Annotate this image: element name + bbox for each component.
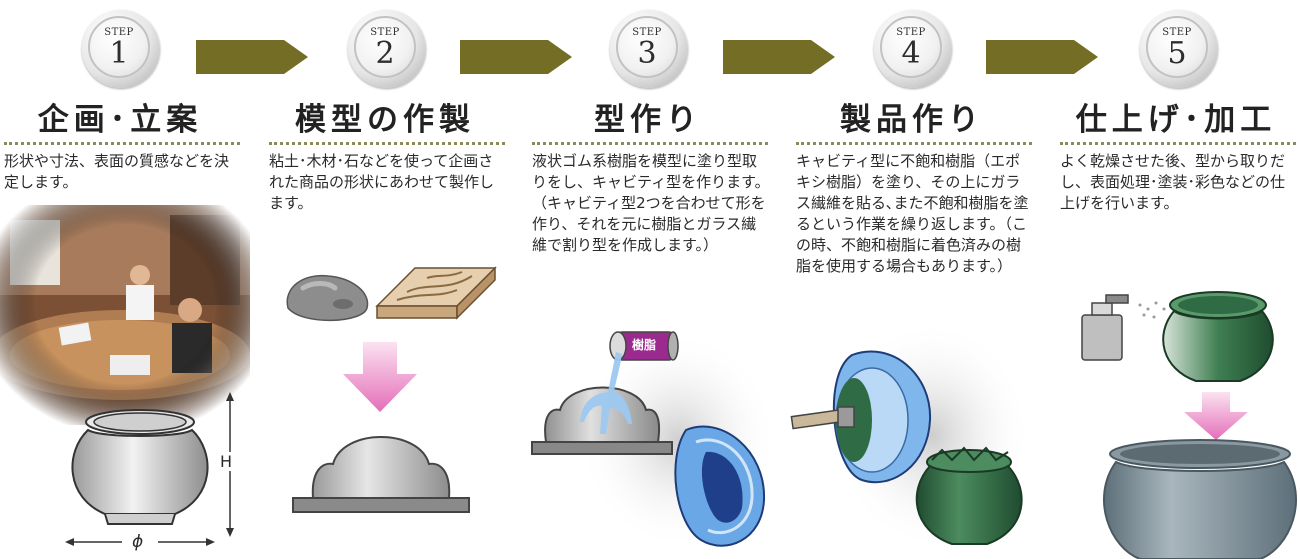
pink-down-arrow bbox=[1184, 392, 1248, 440]
step-description: キャビティ型に不飽和樹脂（エポキシ樹脂）を塗り、その上にガラス繊維を貼る､また不… bbox=[796, 152, 1029, 275]
step-arrow-3 bbox=[723, 40, 835, 74]
spray-can-icon bbox=[1081, 294, 1166, 361]
dotted-divider bbox=[4, 142, 240, 145]
dotted-divider bbox=[796, 142, 1032, 145]
step-description: よく乾燥させた後、型から取りだし、表面処理･塗装･彩色などの仕上げを行います。 bbox=[1060, 152, 1286, 212]
pink-down-arrow bbox=[343, 342, 417, 412]
brush-and-mold-illustration bbox=[790, 350, 932, 484]
step-description: 形状や寸法、表面の質感などを決定します。 bbox=[4, 152, 230, 191]
wood-block-illustration bbox=[375, 266, 497, 320]
step-title: 仕上げ･加工 bbox=[1075, 102, 1277, 138]
step-number: 3 bbox=[637, 36, 657, 71]
diameter-label: ϕ bbox=[132, 532, 144, 552]
step-number: 4 bbox=[901, 36, 921, 71]
step-description: 粘土･木材･石などを使って企画された商品の形状にあわせて製作します。 bbox=[269, 152, 495, 212]
dome-model-illustration bbox=[292, 436, 470, 513]
dotted-divider bbox=[1060, 142, 1296, 145]
green-pot-in-mold-illustration bbox=[915, 446, 1023, 545]
step-title: 企画･立案 bbox=[37, 102, 203, 138]
height-label: H bbox=[220, 452, 233, 471]
pot-dimension-drawing bbox=[65, 392, 234, 550]
step-description: 液状ゴム系樹脂を模型に塗り型取りをし、キャビティ型を作ります。（キャビティ型2つ… bbox=[532, 152, 770, 254]
step-title: 製品作り bbox=[840, 102, 984, 138]
finished-stone-pot-illustration bbox=[1103, 439, 1297, 559]
step-arrow-2 bbox=[460, 40, 572, 74]
meeting-photo bbox=[0, 205, 250, 425]
step-title: 型作り bbox=[594, 102, 702, 138]
step-arrow-1 bbox=[196, 40, 308, 74]
resin-can-icon bbox=[609, 331, 679, 361]
painted-green-pot-illustration bbox=[1162, 291, 1274, 382]
poured-dome-illustration bbox=[531, 352, 673, 455]
step-number: 2 bbox=[375, 36, 395, 71]
step-number: 1 bbox=[109, 36, 129, 71]
step-number: 5 bbox=[1167, 36, 1187, 71]
dotted-divider bbox=[532, 142, 768, 145]
cavity-mold-illustration bbox=[674, 425, 766, 547]
clay-stone-illustration bbox=[286, 274, 369, 322]
step-arrow-4 bbox=[986, 40, 1098, 74]
dotted-divider bbox=[269, 142, 505, 145]
step-title: 模型の作製 bbox=[295, 102, 475, 138]
resin-can-label: 樹脂 bbox=[632, 338, 657, 352]
